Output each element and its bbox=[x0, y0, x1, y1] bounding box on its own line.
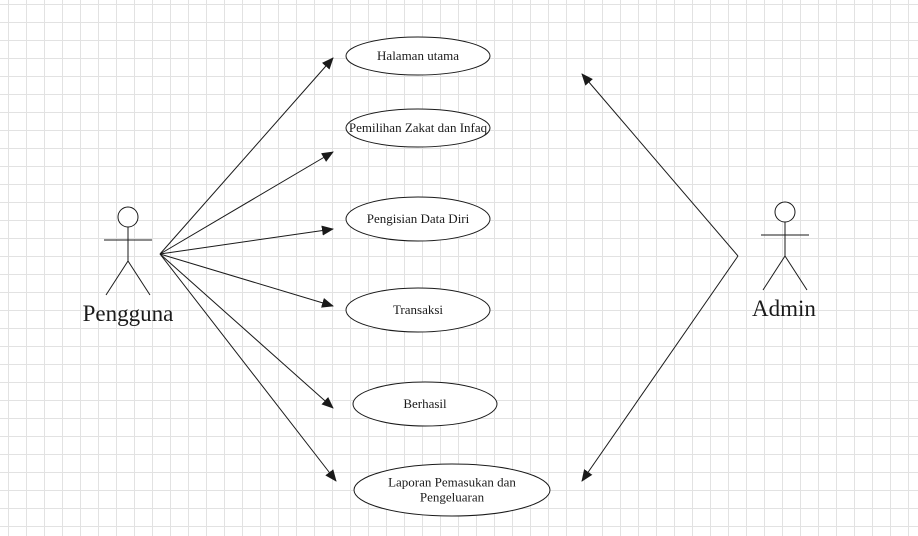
stick-figure-icon bbox=[104, 206, 152, 296]
use-case-label: Berhasil bbox=[403, 396, 447, 411]
arrow-pengguna-to-uc1 bbox=[159, 57, 334, 255]
actor-label: Pengguna bbox=[83, 301, 174, 326]
arrow-pengguna-to-uc6 bbox=[159, 253, 337, 482]
actor-pengguna: Pengguna bbox=[83, 206, 174, 326]
association-arrows bbox=[159, 57, 739, 482]
arrow-pengguna-to-uc2 bbox=[159, 151, 334, 255]
arrow-admin-to-uc1 bbox=[581, 73, 739, 257]
use-case-label: Pengisian Data Diri bbox=[367, 211, 470, 226]
use-case-ellipse[interactable] bbox=[345, 287, 491, 333]
use-case-label: Halaman utama bbox=[377, 48, 459, 63]
arrow-pengguna-to-uc3 bbox=[159, 225, 334, 255]
use-case-label: Pengeluaran bbox=[420, 490, 485, 505]
arrow-pengguna-to-uc4 bbox=[159, 253, 334, 308]
arrow-admin-to-uc6 bbox=[581, 255, 739, 482]
use-case-ellipse[interactable] bbox=[345, 36, 491, 76]
actor-admin: Admin bbox=[752, 201, 816, 321]
use-case-ellipse[interactable] bbox=[353, 463, 551, 517]
use-case-label: Laporan Pemasukan dan bbox=[388, 475, 516, 490]
use-case-uc2[interactable]: Pemilihan Zakat dan Infaq bbox=[345, 108, 491, 148]
arrow-pengguna-to-uc5 bbox=[159, 253, 334, 409]
use-case-ellipse[interactable] bbox=[345, 196, 491, 242]
use-case-ellipse[interactable] bbox=[352, 381, 498, 427]
use-case-uc1[interactable]: Halaman utama bbox=[345, 36, 491, 76]
use-case-uc3[interactable]: Pengisian Data Diri bbox=[345, 196, 491, 242]
use-case-label: Pemilihan Zakat dan Infaq bbox=[349, 120, 488, 135]
actor-label: Admin bbox=[752, 296, 816, 321]
use-case-uc5[interactable]: Berhasil bbox=[352, 381, 498, 427]
stick-figure-icon bbox=[761, 201, 809, 291]
use-case-uc4[interactable]: Transaksi bbox=[345, 287, 491, 333]
use-case-ellipse[interactable] bbox=[345, 108, 491, 148]
use-case-label: Transaksi bbox=[393, 302, 443, 317]
actors: Pengguna Admin bbox=[83, 201, 816, 326]
